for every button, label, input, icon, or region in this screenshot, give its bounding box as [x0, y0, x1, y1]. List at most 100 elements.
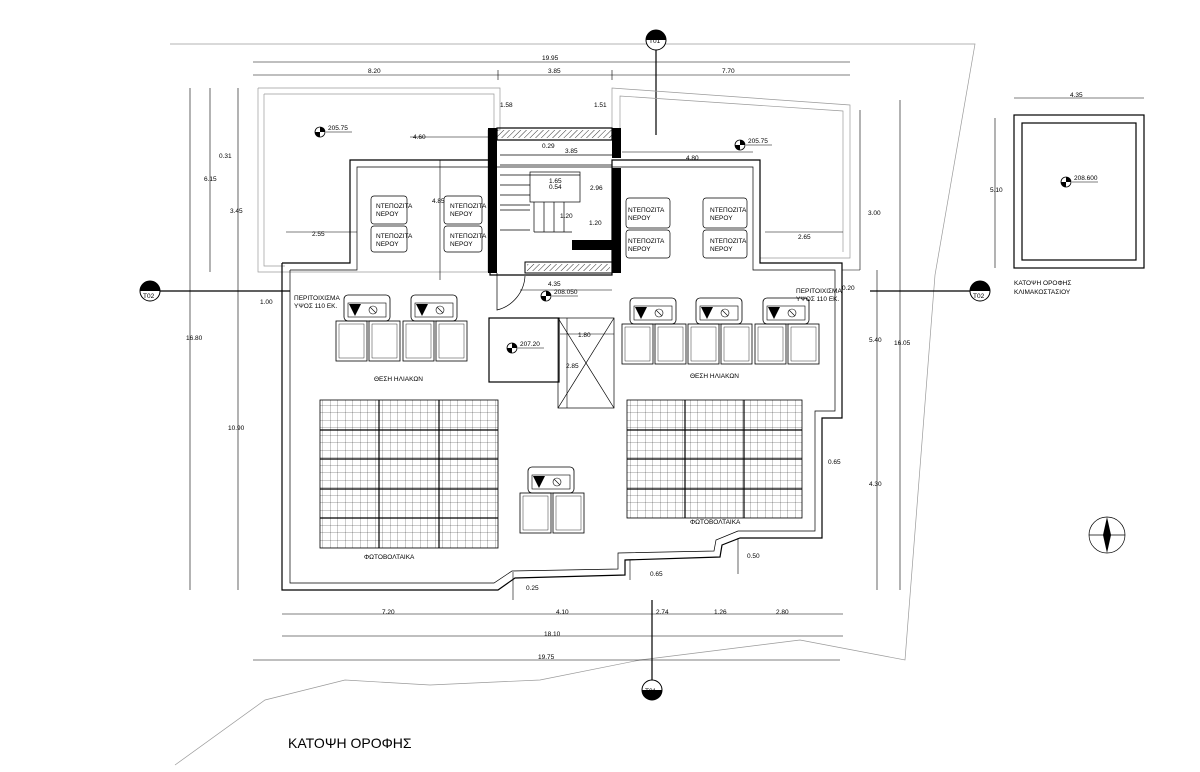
- solar-heater-unit: [621, 297, 687, 365]
- solar-heater-unit: [754, 297, 820, 365]
- dim: 0.65: [650, 571, 663, 578]
- dim: 4.30: [869, 481, 882, 488]
- dim: 2.65: [798, 234, 811, 241]
- dim: 1.65: [549, 178, 562, 185]
- upper-roof-left-inner2: [263, 94, 285, 267]
- dim: 8.20: [368, 68, 381, 75]
- dim: 6.15: [204, 176, 217, 183]
- tank-label: ΝΕΡΟΥ: [710, 215, 733, 222]
- dim: 19.75: [538, 654, 555, 661]
- section-label: Τ01: [649, 38, 661, 45]
- elevation-marker-icon: 207.20: [506, 341, 544, 354]
- dim: 2.85: [566, 363, 579, 370]
- tank-label: ΝΤΕΠΟΖΙΤΑ: [450, 233, 487, 240]
- elevation-marker-icon: 208.600: [1060, 175, 1098, 188]
- pv-label: ΦΩΤΟΒΟΛΤΑΙΚΑ: [364, 554, 415, 561]
- dim: 1.20: [560, 213, 573, 220]
- dim: 3.85: [565, 148, 578, 155]
- elevation-value: 205.75: [328, 125, 348, 132]
- tank-label: ΝΤΕΠΟΖΙΤΑ: [628, 207, 665, 214]
- elevation-value: 205.75: [748, 138, 768, 145]
- dim: 5.10: [990, 187, 1003, 194]
- tank-label: ΝΤΕΠΟΖΙΤΑ: [376, 233, 413, 240]
- dim: 19.95: [542, 55, 559, 62]
- upper-roof-right-inner: [619, 95, 844, 252]
- tank-label: ΝΕΡΟΥ: [710, 246, 733, 253]
- dim: 3.00: [868, 210, 881, 217]
- elevation-marker-icon: 205.75: [734, 138, 772, 151]
- water-tank-group-right: [625, 197, 748, 259]
- roof-parapet-inner: [289, 166, 836, 584]
- stair-roof-plan: [1013, 114, 1145, 269]
- solar-heater-units: [335, 294, 820, 534]
- upper-roof-left-inner: [264, 93, 495, 130]
- dim: 10.90: [228, 425, 245, 432]
- stair-roof-title: ΚΑΤΟΨΗ ΟΡΟΦΗΣ: [1014, 280, 1071, 287]
- solar-label: ΘΕΣΗ ΗΛΙΑΚΩΝ: [690, 373, 739, 380]
- solar-label: ΘΕΣΗ ΗΛΙΑΚΩΝ: [374, 376, 423, 383]
- pv-array-right: [626, 399, 803, 519]
- dim: 4.35: [1070, 92, 1083, 99]
- stairwell: [488, 127, 621, 311]
- tank-label: ΝΕΡΟΥ: [450, 241, 473, 248]
- dim: 4.85: [432, 198, 445, 205]
- dim: 3.45: [230, 208, 243, 215]
- tank-label: ΝΕΡΟΥ: [376, 211, 399, 218]
- tank-label: ΝΕΡΟΥ: [376, 241, 399, 248]
- dim: 16.80: [186, 335, 203, 342]
- section-marker-t01-bottom: Τ01: [641, 679, 663, 701]
- tank-label: ΝΤΕΠΟΖΙΤΑ: [628, 238, 665, 245]
- tank-label: ΝΕΡΟΥ: [628, 215, 651, 222]
- dim: 18.10: [544, 631, 561, 638]
- dim: 7.20: [382, 609, 395, 616]
- tank-label: ΝΕΡΟΥ: [450, 211, 473, 218]
- dim: 2.80: [776, 609, 789, 616]
- dim: 1.58: [500, 102, 513, 109]
- parapet-label: ΠΕΡΙΤΟΙΧΙΣΜΑ: [796, 288, 842, 295]
- dim: 7.70: [722, 68, 735, 75]
- dim: 0.65: [828, 459, 841, 466]
- dimension-lines: [189, 61, 1144, 661]
- elevation-value: 208.050: [554, 289, 578, 296]
- dim: 1.26: [714, 609, 727, 616]
- north-arrow-icon: [1088, 516, 1126, 554]
- solar-heater-unit: [335, 294, 401, 362]
- elevation-markers: 205.75 205.75 208.050 207.20 208.600: [314, 125, 1098, 354]
- parapet-label: ΥΨΟΣ 110 ΕΚ.: [796, 296, 839, 303]
- dim: 0.20: [842, 285, 855, 292]
- solar-heater-unit: [519, 466, 585, 534]
- dimension-texts: 19.95 8.20 3.85 7.70 1.58 1.51 4.60 4.80…: [186, 55, 1083, 661]
- elevation-value: 207.20: [520, 341, 540, 348]
- dim: 4.35: [548, 281, 561, 288]
- dim: 4.80: [686, 155, 699, 162]
- dim: 2.74: [656, 609, 669, 616]
- dim: 1.00: [260, 299, 273, 306]
- annotation-labels: ΠΕΡΙΤΟΙΧΙΣΜΑ ΥΨΟΣ 110 ΕΚ. ΠΕΡΙΤΟΙΧΙΣΜΑ Υ…: [288, 280, 1071, 751]
- dim: 0.31: [219, 153, 232, 160]
- section-marker-t02-left: Τ02: [139, 280, 161, 302]
- dim: 2.96: [590, 185, 603, 192]
- dim: 4.60: [413, 134, 426, 141]
- dim: 16.05: [894, 340, 911, 347]
- dim: 0.25: [526, 585, 539, 592]
- solar-heater-unit: [402, 294, 468, 362]
- elevation-marker-icon: 205.75: [314, 125, 352, 138]
- dim: 0.29: [542, 143, 555, 150]
- water-tank-labels: ΝΤΕΠΟΖΙΤΑ ΝΕΡΟΥ ΝΤΕΠΟΖΙΤΑ ΝΕΡΟΥ ΝΤΕΠΟΖΙΤ…: [376, 203, 747, 253]
- parapet-label: ΠΕΡΙΤΟΙΧΙΣΜΑ: [294, 295, 340, 302]
- section-marker-t01-top: Τ01: [645, 29, 667, 51]
- section-label: Τ02: [973, 293, 985, 300]
- section-label: Τ01: [645, 688, 657, 695]
- parapet-label: ΥΨΟΣ 110 ΕΚ.: [294, 303, 337, 310]
- tank-label: ΝΤΕΠΟΖΙΤΑ: [376, 203, 413, 210]
- elevation-marker-icon: 208.050: [540, 289, 578, 302]
- dim: 1.51: [594, 102, 607, 109]
- pv-label: ΦΩΤΟΒΟΛΤΑΙΚΑ: [690, 519, 741, 526]
- dim: 4.10: [556, 609, 569, 616]
- stair-roof-title: ΚΛΙΜΑΚΟΣΤΑΣΙΟΥ: [1014, 289, 1071, 296]
- skylight: [488, 317, 615, 409]
- section-marker-t02-right: Τ02: [969, 280, 991, 302]
- dim: 3.85: [548, 68, 561, 75]
